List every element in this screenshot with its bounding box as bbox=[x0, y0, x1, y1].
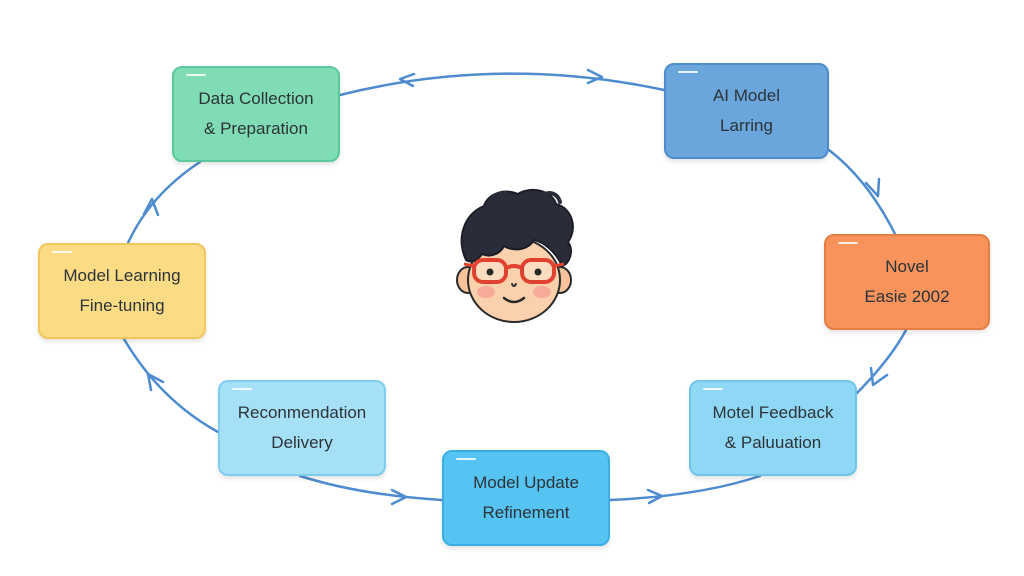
arrowhead-reco-finetune bbox=[146, 372, 165, 392]
node-novel: Novel Easie 2002 bbox=[824, 234, 990, 330]
arrow-novel-to-feedback bbox=[853, 328, 908, 397]
node-label-line2: Easie 2002 bbox=[864, 287, 950, 306]
arrowhead-ai-novel bbox=[864, 177, 881, 198]
arrow-finetune-to-data bbox=[126, 160, 202, 245]
node-ai-model: AI Model Larring bbox=[664, 63, 829, 159]
node-tick-mark bbox=[186, 74, 206, 76]
arrowhead-top-left bbox=[398, 72, 416, 88]
node-tick-mark bbox=[838, 242, 858, 244]
arrow-reco-to-update bbox=[298, 474, 444, 502]
node-tick-mark bbox=[52, 251, 72, 253]
node-label-line2: Larring bbox=[720, 116, 773, 135]
node-fine-tuning: Model Learning Fine-tuning bbox=[38, 243, 206, 339]
node-label-line1: Data Collection bbox=[198, 89, 314, 108]
node-label-line2: & Preparation bbox=[204, 119, 308, 138]
node-tick-mark bbox=[678, 71, 698, 73]
node-label-line1: Novel bbox=[885, 257, 929, 276]
node-label-line2: Refinement bbox=[482, 503, 570, 522]
node-tick-mark bbox=[703, 388, 723, 390]
node-tick-mark bbox=[232, 388, 252, 390]
node-label-line1: Model Learning bbox=[63, 266, 181, 285]
arrowhead-top-right bbox=[586, 68, 604, 85]
arrowhead-finetune-data bbox=[142, 197, 160, 217]
arrow-reco-to-finetune bbox=[122, 337, 220, 434]
node-feedback: Motel Feedback & Paluuation bbox=[689, 380, 857, 476]
node-tick-mark bbox=[456, 458, 476, 460]
person-with-glasses-icon bbox=[456, 188, 574, 323]
node-recommendation: Reconmendation Delivery bbox=[218, 380, 386, 476]
node-model-update: Model Update Refinement bbox=[442, 450, 610, 546]
arrow-ai-to-novel bbox=[827, 148, 897, 236]
node-label-line2: Fine-tuning bbox=[79, 296, 165, 315]
node-label-line1: Motel Feedback bbox=[712, 403, 834, 422]
node-label-line2: Delivery bbox=[271, 433, 333, 452]
node-label-line1: Reconmendation bbox=[237, 403, 367, 422]
arrowhead-novel-feedback bbox=[869, 366, 889, 387]
arrowhead-reco-update bbox=[390, 488, 408, 506]
arrow-feedback-to-update bbox=[608, 474, 762, 502]
arrow-data-to-ai bbox=[338, 72, 666, 97]
node-label-line1: Model Update bbox=[473, 473, 579, 492]
node-label-line2: & Paluuation bbox=[724, 433, 822, 452]
arrowhead-feedback-update bbox=[646, 488, 664, 505]
node-label-line1: AI Model bbox=[712, 86, 781, 105]
node-data-collection: Data Collection & Preparation bbox=[172, 66, 340, 162]
